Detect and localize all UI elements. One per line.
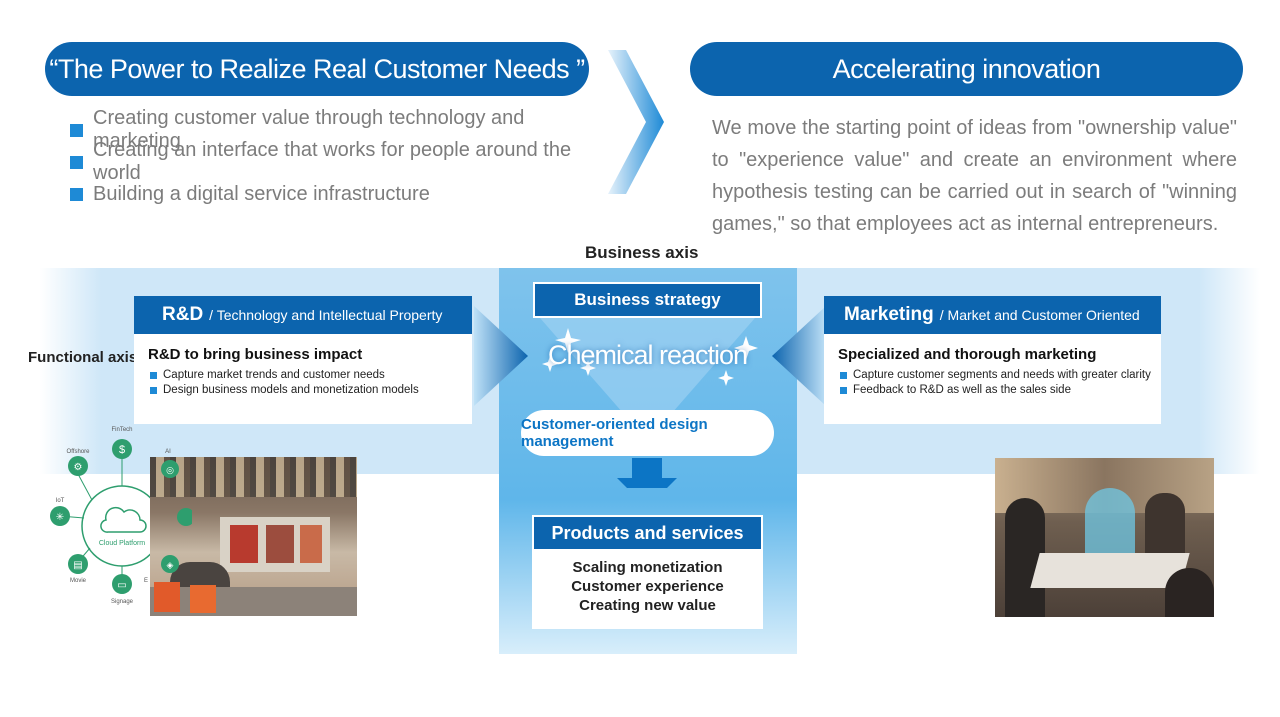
rnd-card-header: R&D / Technology and Intellectual Proper… xyxy=(134,296,472,334)
svg-text:FinTech: FinTech xyxy=(111,427,132,433)
office-meeting-photo: ◎ ◈ xyxy=(150,457,357,616)
rnd-subtitle: / Technology and Intellectual Property xyxy=(209,307,443,323)
svg-text:Offshore: Offshore xyxy=(67,449,91,455)
list-item-text: Building a digital service infrastructur… xyxy=(93,182,430,205)
list-item: Capture market trends and customer needs xyxy=(150,369,472,381)
list-item: Capture customer segments and needs with… xyxy=(840,369,1161,381)
marketing-card-header: Marketing / Market and Customer Oriented xyxy=(824,296,1161,334)
products-line: Customer experience xyxy=(571,578,724,595)
list-item: Design business models and monetization … xyxy=(150,384,472,396)
innovation-text: We move the starting point of ideas from… xyxy=(712,117,1237,235)
customer-needs-banner: “The Power to Realize Real Customer Need… xyxy=(45,42,589,96)
display-icon: ▭ xyxy=(117,580,126,591)
e-node-label: E xyxy=(144,578,148,584)
products-line: Creating new value xyxy=(579,597,716,614)
bullet-square-icon xyxy=(70,123,83,137)
chemical-reaction-label: Chemical reaction xyxy=(547,340,748,370)
bullet-square-icon xyxy=(840,386,847,394)
photo-overlay-icons: ◎ ◈ xyxy=(161,460,192,573)
list-item-text: Feedback to R&D as well as the sales sid… xyxy=(853,384,1071,396)
fintech-node: $ FinTech xyxy=(111,427,133,459)
box-icon: ◈ xyxy=(167,561,174,571)
list-item-text: Creating customer value through technolo… xyxy=(93,107,525,152)
sparkle-icons xyxy=(542,328,758,386)
rnd-title: R&D xyxy=(162,304,204,325)
svg-text:Movie: Movie xyxy=(70,578,87,584)
team-meeting-photo xyxy=(995,458,1214,617)
customer-needs-list: Creating customer value through technolo… xyxy=(70,107,610,210)
list-item: Feedback to R&D as well as the sales sid… xyxy=(840,384,1161,396)
products-line: Scaling monetization xyxy=(572,559,723,576)
offshore-node: ⚙ Offshore xyxy=(67,449,91,476)
gear-icon: ⚙ xyxy=(74,462,83,473)
svg-text:IoT: IoT xyxy=(56,498,65,504)
iot-node: ✳ IoT xyxy=(50,498,70,526)
dollar-icon: $ xyxy=(119,444,125,456)
marketing-card: Marketing / Market and Customer Oriented… xyxy=(824,296,1161,424)
list-item: Creating customer value through technolo… xyxy=(70,107,610,152)
business-axis-label: Business axis xyxy=(585,243,699,262)
list-item: Creating an interface that works for peo… xyxy=(70,139,610,184)
list-item: Building a digital service infrastructur… xyxy=(70,178,610,210)
network-icon: ✳ xyxy=(56,512,64,523)
bullet-square-icon xyxy=(150,386,157,394)
chevron-right-icon xyxy=(608,50,664,194)
products-services-box: Products and services Scaling monetizati… xyxy=(532,515,763,629)
film-icon: ▤ xyxy=(73,560,82,571)
list-item-text: Capture customer segments and needs with… xyxy=(853,369,1151,381)
products-services-header: Products and services xyxy=(532,515,763,551)
funnel-shape xyxy=(540,318,755,488)
bullet-square-icon xyxy=(70,155,83,169)
movie-node: ▤ Movie xyxy=(68,554,88,584)
arrow-left-icon xyxy=(772,306,826,406)
list-item-text: Creating an interface that works for peo… xyxy=(93,139,572,184)
design-management-pill: Customer-oriented design management xyxy=(521,410,774,456)
brain-icon: ◎ xyxy=(166,466,174,476)
list-item-text: Capture market trends and customer needs xyxy=(163,369,385,381)
business-strategy-box: Business strategy xyxy=(533,282,762,318)
signage-node: ▭ Signage xyxy=(111,574,134,605)
ai-node-label: AI xyxy=(165,449,171,455)
marketing-heading: Specialized and thorough marketing xyxy=(838,346,1097,363)
customer-needs-title: “The Power to Realize Real Customer Need… xyxy=(49,53,585,84)
rnd-card: R&D / Technology and Intellectual Proper… xyxy=(134,296,472,424)
cloud-icon xyxy=(100,506,147,533)
innovation-banner: Accelerating innovation xyxy=(690,42,1243,96)
rnd-heading: R&D to bring business impact xyxy=(148,346,363,363)
arrow-right-icon xyxy=(474,306,528,406)
marketing-title: Marketing xyxy=(844,304,934,325)
svg-text:Signage: Signage xyxy=(111,599,134,605)
bullet-square-icon xyxy=(840,371,847,379)
innovation-title: Accelerating innovation xyxy=(832,53,1101,84)
cloud-platform-diagram: Cloud Platform $ FinTech ⚙ Offshore ✳ IoT ▤… xyxy=(50,427,171,605)
marketing-subtitle: / Market and Customer Oriented xyxy=(939,307,1140,323)
list-item-text: Design business models and monetization … xyxy=(163,384,419,396)
bullet-square-icon xyxy=(150,371,157,379)
cloud-platform-label: Cloud Platform xyxy=(99,540,145,547)
functional-axis-label: Functional axis xyxy=(28,349,138,366)
bullet-square-icon xyxy=(70,187,83,201)
